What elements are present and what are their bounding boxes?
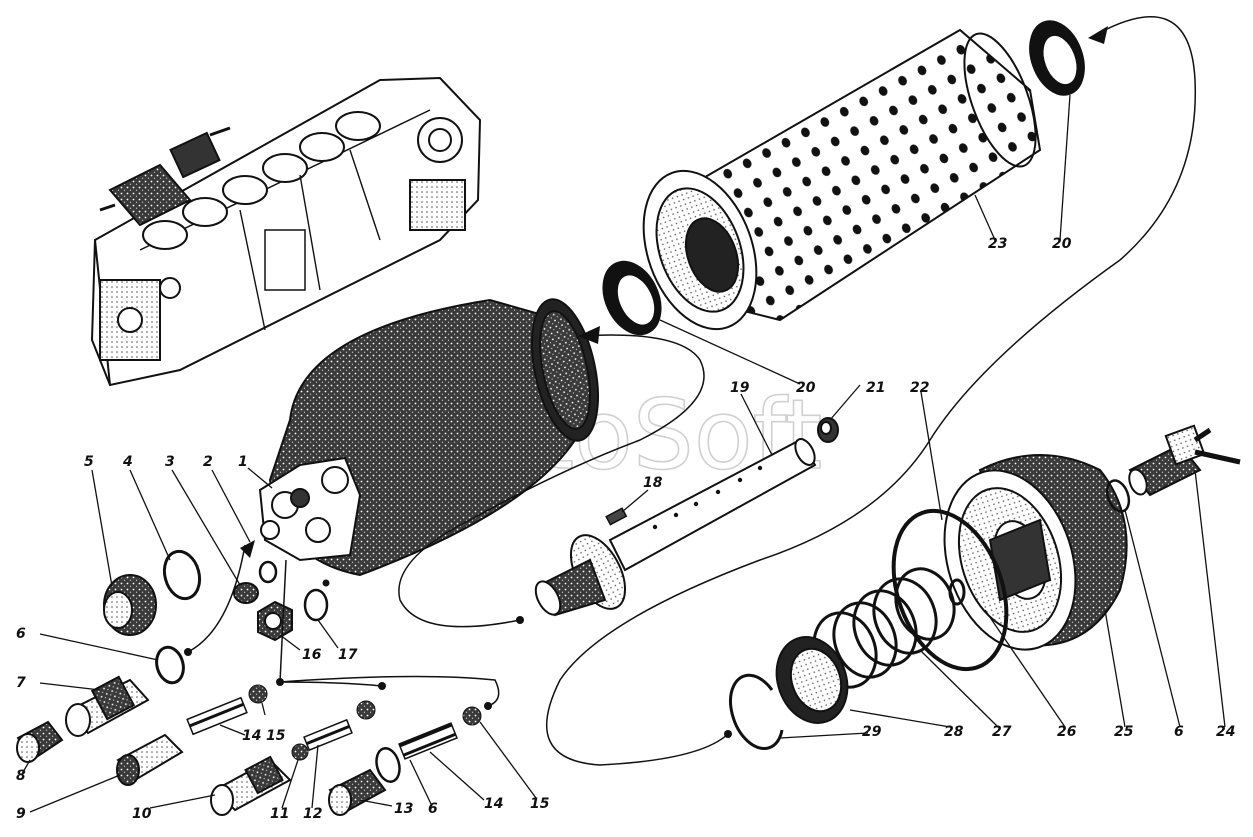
spring-14-right [398, 722, 458, 760]
washer-4 [162, 549, 202, 601]
label-2: 2 [203, 454, 213, 470]
engine-block [90, 76, 482, 387]
label-29: 29 [862, 724, 882, 740]
label-7: 7 [16, 675, 26, 691]
label-20-right: 20 [1052, 236, 1072, 252]
label-25: 25 [1114, 724, 1134, 740]
washer-6-bottom [375, 747, 401, 783]
snap-ring-29 [729, 673, 784, 751]
filter-housing [258, 298, 599, 577]
label-27: 27 [992, 724, 1012, 740]
label-11: 11 [270, 806, 289, 822]
part-labels: 1 2 3 4 5 6 7 8 9 10 11 12 13 6 14 15 14… [16, 236, 1235, 822]
label-14-left: 14 [242, 728, 261, 744]
pin-18 [605, 507, 628, 526]
label-5: 5 [84, 454, 94, 470]
label-1: 1 [238, 454, 248, 470]
label-12: 12 [303, 806, 322, 822]
label-15-right: 15 [530, 796, 550, 812]
nut-3 [233, 582, 259, 604]
ball-15-left [248, 684, 268, 704]
label-20-left: 20 [796, 380, 816, 396]
ball-11 [291, 743, 309, 761]
ball-15-mid [356, 700, 376, 720]
seal-ring-20-left [602, 260, 662, 336]
seal-ring-20-right [1029, 20, 1085, 96]
assembly-path-dots [184, 579, 732, 738]
washer-2 [258, 560, 278, 584]
bushing-21 [817, 417, 839, 443]
union-10 [210, 755, 292, 816]
assembly-path-lines [187, 15, 1197, 766]
label-17: 17 [338, 647, 358, 663]
washer-17 [303, 588, 329, 622]
ball-15-right [462, 706, 482, 726]
cover-25 [943, 454, 1128, 651]
label-23: 23 [988, 236, 1007, 252]
leader-lines [21, 94, 1226, 813]
label-6-right: 6 [1174, 724, 1184, 740]
spring-14-left [186, 696, 248, 736]
plug-5 [103, 574, 157, 636]
central-tube-shaft-19 [534, 438, 817, 617]
label-4: 4 [122, 454, 133, 470]
label-19: 19 [730, 380, 750, 396]
label-26: 26 [1057, 724, 1077, 740]
label-3: 3 [165, 454, 175, 470]
spring-12 [303, 718, 353, 752]
union-9 [116, 733, 184, 786]
label-18: 18 [643, 475, 663, 491]
assembly-arrows [240, 26, 1108, 558]
plug-8 [16, 720, 64, 763]
nut-16 [257, 600, 293, 642]
label-28: 28 [944, 724, 964, 740]
gasket-22 [891, 508, 1009, 672]
fitting-24 [1128, 424, 1241, 497]
label-21: 21 [866, 380, 885, 396]
union-7 [65, 675, 150, 737]
label-8: 8 [16, 768, 26, 784]
label-10: 10 [132, 806, 152, 822]
label-16: 16 [302, 647, 322, 663]
label-22: 22 [910, 380, 929, 396]
ring-6-right [1105, 479, 1131, 513]
label-6-left: 6 [16, 626, 26, 642]
label-6-bottom: 6 [428, 801, 438, 817]
washer-6-left [155, 645, 185, 685]
label-14-right: 14 [484, 796, 503, 812]
label-24: 24 [1216, 724, 1235, 740]
plug-13 [328, 768, 387, 816]
label-13: 13 [394, 801, 413, 817]
perforated-filter-element [642, 28, 1042, 331]
label-9: 9 [16, 806, 26, 822]
spring-seat-28 [775, 636, 849, 724]
label-15-left: 15 [266, 728, 286, 744]
